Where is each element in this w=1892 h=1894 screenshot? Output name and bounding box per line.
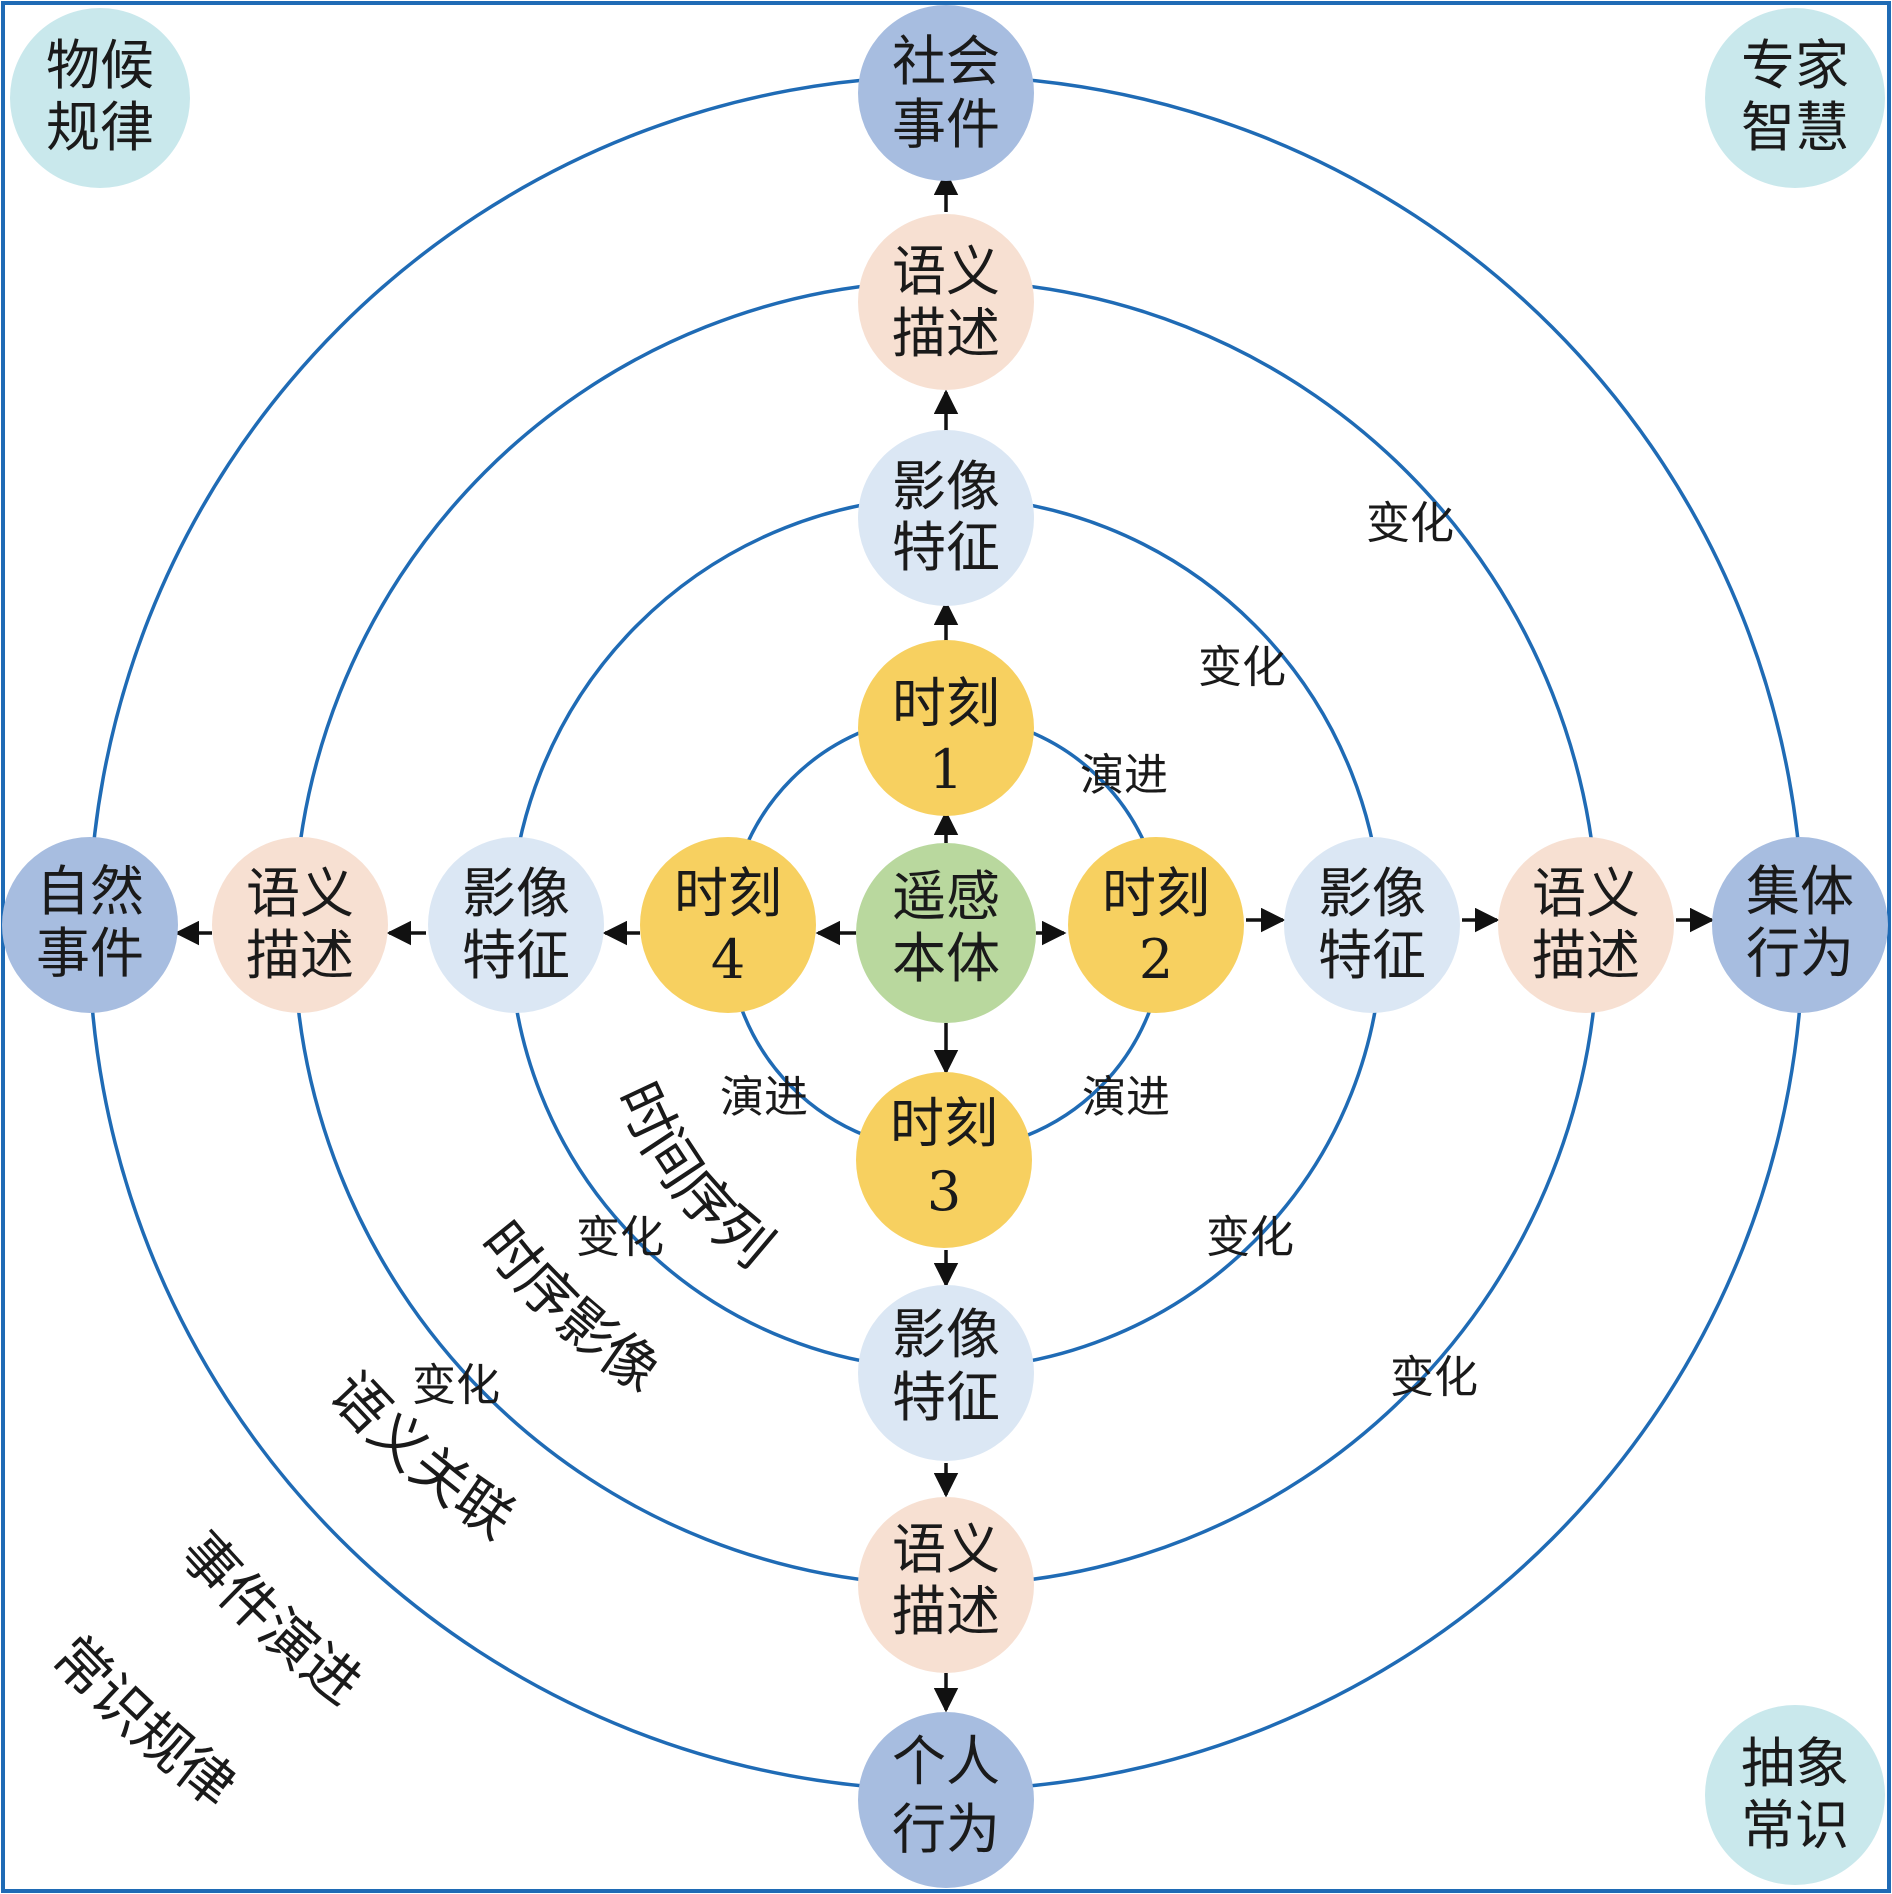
semantic-top-line1: 语义 — [892, 240, 1000, 303]
semantic-top-line2: 描述 — [892, 302, 1000, 365]
label-change-r3-se: 变化 — [1390, 1352, 1478, 1403]
feature-node-bottom: 影像 特征 — [858, 1285, 1034, 1461]
arc-label-common-sense: 常识规律 — [39, 1624, 247, 1820]
label-change-r2-ne: 变化 — [1198, 642, 1286, 693]
corner-top-right-line2: 智慧 — [1741, 96, 1849, 159]
semantic-right-line1: 语义 — [1532, 862, 1640, 925]
feature-bottom-line1: 影像 — [892, 1303, 1000, 1366]
event-left-line1: 自然 — [36, 860, 144, 923]
feature-node-right: 影像 特征 — [1284, 837, 1460, 1013]
feature-node-top: 影像 特征 — [858, 430, 1034, 606]
event-node-top: 社会 事件 — [858, 5, 1034, 181]
event-top-line2: 事件 — [892, 93, 1000, 156]
semantic-bottom-circle — [858, 1497, 1034, 1673]
label-change-r2-sw: 变化 — [576, 1212, 664, 1263]
center-node: 遥感 本体 — [856, 843, 1036, 1023]
moment-1-line1: 时刻 — [892, 672, 1000, 735]
corner-top-left-line2: 规律 — [46, 96, 154, 159]
semantic-right-line2: 描述 — [1532, 924, 1640, 987]
corner-bottom-right-circle — [1705, 1705, 1885, 1885]
event-left-circle — [2, 837, 178, 1013]
label-evolve-ne: 演进 — [1080, 750, 1168, 801]
label-change-r2-se: 变化 — [1206, 1212, 1294, 1263]
arrows — [174, 170, 1715, 1713]
center-line2: 本体 — [892, 927, 1000, 990]
arc-labels: 时间序列 时序影像 语义关联 事件演进 常识规律 — [39, 1073, 784, 1821]
center-circle — [856, 843, 1036, 1023]
corner-bottom-right-line2: 常识 — [1741, 1794, 1849, 1857]
semantic-left-circle — [212, 837, 388, 1013]
feature-node-left: 影像 特征 — [428, 837, 604, 1013]
corner-top-left-line1: 物候 — [46, 34, 154, 97]
semantic-node-bottom: 语义 描述 — [858, 1497, 1034, 1673]
semantic-top-circle — [858, 214, 1034, 390]
semantic-node-right: 语义 描述 — [1498, 837, 1674, 1013]
event-right-circle — [1712, 837, 1888, 1013]
center-line1: 遥感 — [892, 865, 1000, 928]
event-left-line2: 事件 — [36, 922, 144, 985]
moment-node-4: 时刻 4 — [640, 837, 816, 1013]
feature-right-line2: 特征 — [1318, 924, 1426, 987]
event-node-left: 自然 事件 — [2, 837, 178, 1013]
moment-3-circle — [856, 1072, 1032, 1248]
feature-left-line1: 影像 — [462, 862, 570, 925]
feature-top-line1: 影像 — [892, 455, 1000, 518]
feature-top-circle — [858, 430, 1034, 606]
semantic-bottom-line2: 描述 — [892, 1580, 1000, 1643]
event-bottom-line1: 个人 — [892, 1730, 1000, 1793]
feature-right-circle — [1284, 837, 1460, 1013]
feature-left-line2: 特征 — [462, 924, 570, 987]
moment-2-circle — [1068, 837, 1244, 1013]
semantic-left-line1: 语义 — [246, 862, 354, 925]
semantic-right-circle — [1498, 837, 1674, 1013]
feature-top-line2: 特征 — [892, 516, 1000, 579]
moment-4-line2: 4 — [711, 928, 745, 991]
feature-bottom-circle — [858, 1285, 1034, 1461]
feature-left-circle — [428, 837, 604, 1013]
event-top-line1: 社会 — [892, 30, 1000, 93]
event-bottom-circle — [858, 1712, 1034, 1888]
corner-node-top-left: 物候 规律 — [10, 8, 190, 188]
corner-top-right-line1: 专家 — [1741, 34, 1849, 97]
label-evolve-sw: 演进 — [720, 1072, 808, 1123]
moment-1-circle — [858, 640, 1034, 816]
label-evolve-se: 演进 — [1082, 1072, 1170, 1123]
feature-right-line1: 影像 — [1318, 862, 1426, 925]
semantic-node-top: 语义 描述 — [858, 214, 1034, 390]
moment-4-line1: 时刻 — [674, 862, 782, 925]
event-bottom-line2: 行为 — [892, 1798, 1000, 1861]
event-top-circle — [858, 5, 1034, 181]
corner-bottom-right-line1: 抽象 — [1741, 1732, 1849, 1795]
moment-1-line2: 1 — [929, 738, 963, 801]
moment-3-line2: 3 — [927, 1160, 961, 1223]
label-change-r3-ne: 变化 — [1366, 498, 1454, 549]
moment-2-line2: 2 — [1139, 928, 1173, 991]
moment-node-1: 时刻 1 — [858, 640, 1034, 816]
event-node-bottom: 个人 行为 — [858, 1712, 1034, 1888]
label-change-r3-sw: 变化 — [412, 1360, 500, 1411]
corner-node-top-right: 专家 智慧 — [1705, 8, 1885, 188]
moment-3-line1: 时刻 — [890, 1092, 998, 1155]
corner-top-left-circle — [10, 8, 190, 188]
ring-labels: 演进 演进 演进 变化 变化 变化 变化 变化 变化 变化 — [412, 498, 1478, 1411]
semantic-node-left: 语义 描述 — [212, 837, 388, 1013]
moment-4-circle — [640, 837, 816, 1013]
event-right-line1: 集体 — [1746, 860, 1854, 923]
feature-bottom-line2: 特征 — [892, 1366, 1000, 1429]
semantic-bottom-line1: 语义 — [892, 1518, 1000, 1581]
corner-top-right-circle — [1705, 8, 1885, 188]
event-node-right: 集体 行为 — [1712, 837, 1888, 1013]
corner-node-bottom-right: 抽象 常识 — [1705, 1705, 1885, 1885]
arc-label-event-evolution: 事件演进 — [167, 1520, 373, 1718]
semantic-left-line2: 描述 — [246, 924, 354, 987]
moment-2-line1: 时刻 — [1102, 862, 1210, 925]
event-right-line2: 行为 — [1746, 922, 1854, 985]
moment-node-3: 时刻 3 — [856, 1072, 1032, 1248]
moment-node-2: 时刻 2 — [1068, 837, 1244, 1013]
